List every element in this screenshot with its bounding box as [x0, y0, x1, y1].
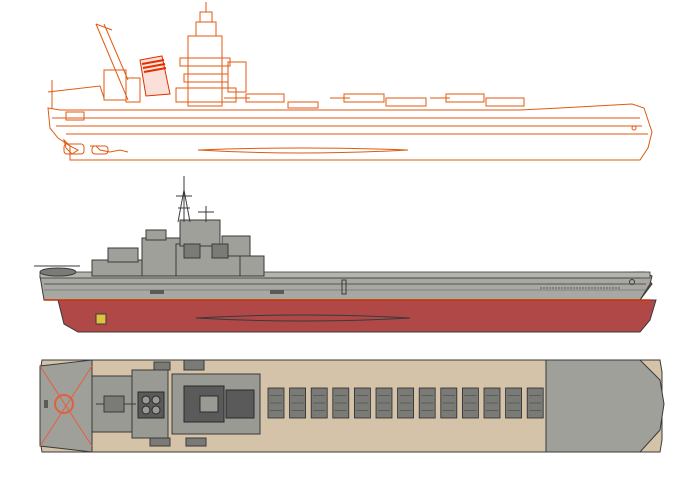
helicopter-icon	[34, 265, 80, 277]
helipad-icon	[39, 365, 93, 447]
bow-deck-gray	[545, 359, 665, 453]
forward-island	[141, 237, 181, 277]
elevator-panel-group	[267, 387, 544, 419]
line-art-mast	[95, 23, 129, 101]
radar-panel	[183, 243, 201, 259]
line-art-bilge-keel	[197, 147, 409, 154]
line-art-hull-outline	[47, 103, 653, 161]
line-art-funnel	[139, 55, 171, 97]
